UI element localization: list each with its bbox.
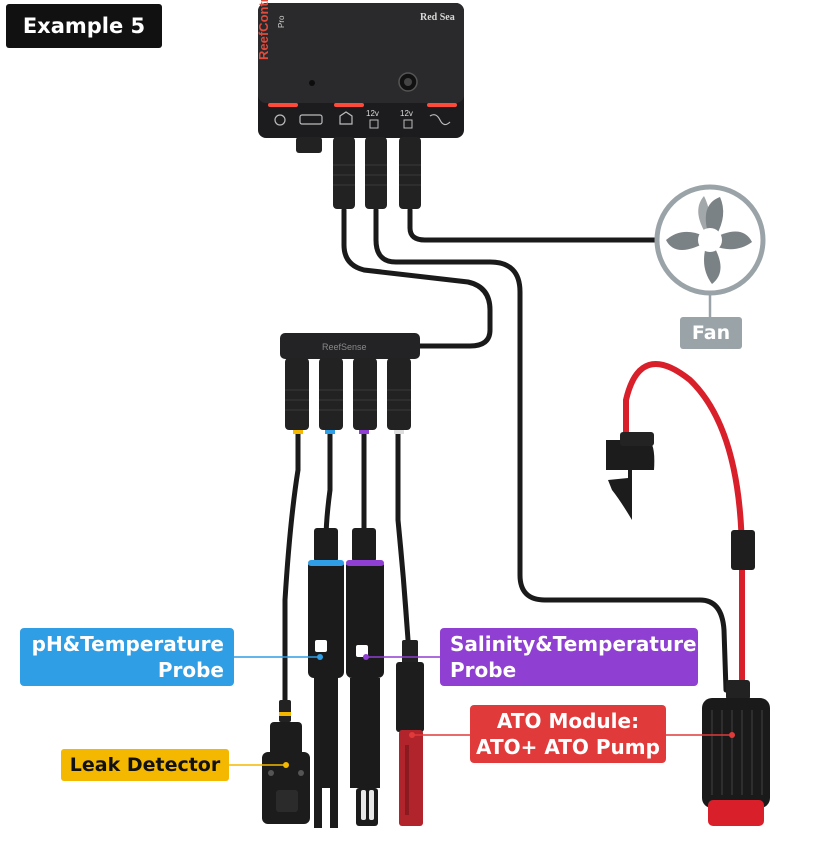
ato-tube <box>623 361 745 703</box>
salinity-probe-label-line1: Salinity&Temperature <box>450 632 697 656</box>
ph-probe-label-line2: Probe <box>157 658 224 682</box>
salinity-probe-label-line2: Probe <box>450 658 517 682</box>
ph-probe-label: pH&Temperature Probe <box>20 628 234 686</box>
cable-hub-to-ph <box>323 427 333 543</box>
controller-product-name: ReefControl <box>256 0 271 60</box>
salinity-probe-label: Salinity&Temperature Probe <box>440 628 698 686</box>
indicator-dot <box>309 80 315 86</box>
salinity-probe <box>346 528 384 826</box>
port-icons <box>274 111 451 126</box>
ato-module-label-line2: ATO+ ATO Pump <box>476 735 660 759</box>
ato-module-label-line1: ATO Module: <box>496 709 640 733</box>
ato-pump <box>606 361 770 826</box>
ph-probe-label-line1: pH&Temperature <box>31 632 224 656</box>
leader-lines <box>229 654 735 768</box>
controller-edition: Pro <box>277 15 286 28</box>
hub-label: ReefSense <box>322 342 367 352</box>
example-label: Example 5 <box>6 4 162 48</box>
port-12v-right-label: 12v <box>400 109 413 118</box>
connector-plug <box>399 137 421 209</box>
fan-icon <box>654 184 766 318</box>
leak-detector <box>262 700 310 824</box>
controller-brand: Red Sea <box>420 12 455 23</box>
cable-controller-to-ato <box>373 207 729 693</box>
connector-plug <box>333 137 355 209</box>
port-connector <box>296 137 322 153</box>
port-12v-left-label: 12v <box>366 109 379 118</box>
leak-detector-label: Leak Detector <box>61 749 229 781</box>
cable-hub-to-ato-module <box>395 427 411 643</box>
fan-label: Fan <box>680 317 742 349</box>
cable-hub-to-leak <box>282 427 301 748</box>
connector-plug <box>365 137 387 209</box>
reefsense-hub: ReefSense <box>280 333 420 434</box>
cables <box>282 207 729 748</box>
ato-sensor <box>396 640 424 826</box>
reefcontrol-controller: ReefControl Pro Red Sea 12v 12v <box>256 0 464 209</box>
cable-controller-to-fan <box>407 207 663 243</box>
ph-probe <box>308 528 344 828</box>
ato-module-label: ATO Module: ATO+ ATO Pump <box>470 705 666 763</box>
cable-controller-to-hub <box>341 207 493 349</box>
